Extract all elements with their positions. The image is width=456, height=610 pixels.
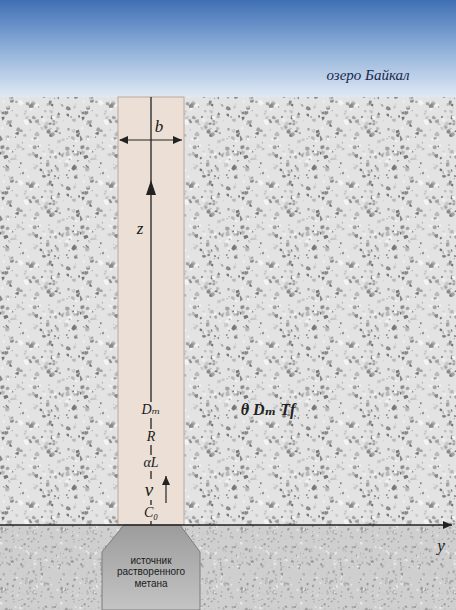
source-label: источник растворенного метана <box>106 555 196 590</box>
flow-arrow <box>165 476 166 503</box>
diffusion-symbol: Dₘ <box>140 402 163 418</box>
source-shape <box>102 525 200 610</box>
lake-band: озеро Байкал <box>0 0 456 97</box>
rock-ground <box>0 97 456 525</box>
width-dimension <box>120 140 182 141</box>
axis-label: z <box>137 220 144 237</box>
width-label: b <box>155 118 164 135</box>
base-layer <box>0 525 456 610</box>
lake-water <box>0 0 456 97</box>
methane-source: источник растворенного метана <box>102 536 200 608</box>
y-axis <box>0 524 452 525</box>
granite-texture <box>0 97 456 525</box>
base-texture <box>0 525 456 610</box>
z-axis-arrow <box>146 180 156 195</box>
dispersivity-symbol: αL <box>141 455 160 471</box>
fracture-channel <box>118 97 184 525</box>
concentration-symbol: C₀ <box>142 505 160 521</box>
axis-label: y <box>437 537 445 554</box>
rock-parameters: θ Dₘ Tf <box>241 402 296 418</box>
velocity-symbol: v <box>143 479 155 500</box>
retardation-symbol: R <box>145 429 158 445</box>
fracture-channel: DₘRαL vC₀ <box>118 97 184 525</box>
lake-name: озеро Байкал <box>327 68 410 83</box>
